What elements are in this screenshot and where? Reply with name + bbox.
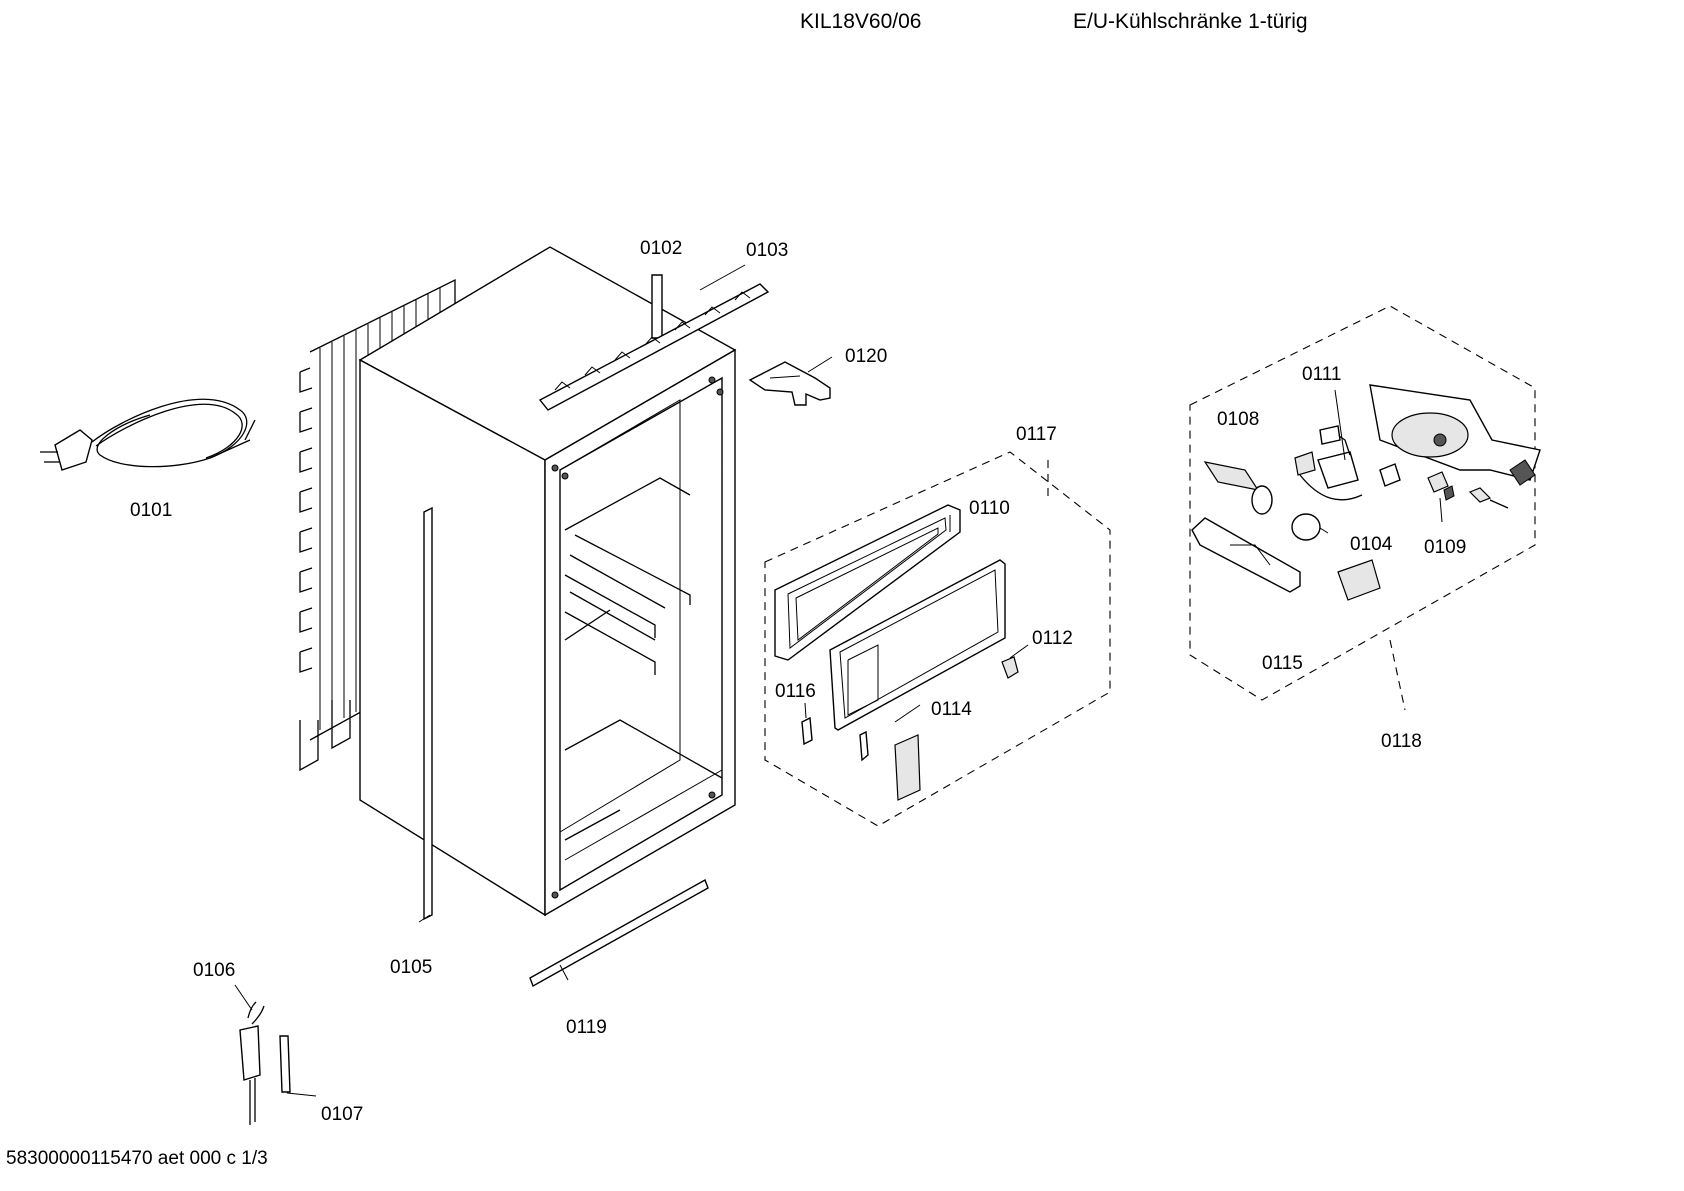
part-0112-clip bbox=[1001, 656, 1019, 679]
assembly-0117-outline bbox=[764, 451, 1111, 827]
part-thermostat-module bbox=[1294, 425, 1401, 501]
label-0103: 0103 bbox=[746, 240, 788, 261]
label-0116: 0116 bbox=[775, 681, 816, 702]
label-0104: 0104 bbox=[1350, 534, 1393, 555]
part-0102-strip bbox=[651, 274, 663, 339]
label-0101: 0101 bbox=[130, 500, 172, 521]
label-0119: 0119 bbox=[566, 1017, 607, 1038]
part-0114-door-panel bbox=[829, 559, 1006, 801]
label-0118: 0118 bbox=[1381, 731, 1422, 752]
label-0108: 0108 bbox=[1217, 409, 1259, 430]
leader-lines bbox=[234, 264, 1443, 1097]
part-0120-hinge bbox=[748, 361, 831, 406]
label-0109: 0109 bbox=[1424, 537, 1466, 558]
label-0107: 0107 bbox=[321, 1104, 363, 1125]
label-0114: 0114 bbox=[931, 699, 972, 720]
label-0120: 0120 bbox=[845, 346, 887, 367]
label-0117: 0117 bbox=[1016, 424, 1057, 445]
label-0106: 0106 bbox=[193, 960, 235, 981]
label-0111: 0111 bbox=[1302, 364, 1341, 385]
part-0108-lamp bbox=[1203, 461, 1273, 515]
cabinet-body bbox=[358, 246, 737, 917]
part-0110-door-gasket bbox=[774, 504, 961, 661]
model-number: KIL18V60/06 bbox=[800, 10, 922, 33]
part-0106-sensor bbox=[239, 1001, 265, 1125]
part-0116-clip bbox=[801, 716, 813, 746]
part-0111-control-housing bbox=[1369, 384, 1541, 486]
part-0105-seal-strip bbox=[423, 506, 433, 921]
part-0101-power-cord bbox=[40, 398, 256, 471]
assembly-0118-outline bbox=[1189, 305, 1536, 711]
label-0110: 0110 bbox=[969, 498, 1010, 519]
document-code: 58300000115470 aet 000 c 1/3 bbox=[6, 1148, 268, 1169]
label-0105: 0105 bbox=[390, 957, 432, 978]
part-0107-rod bbox=[279, 1035, 291, 1093]
label-0112: 0112 bbox=[1032, 628, 1073, 649]
part-0103-rail bbox=[538, 283, 770, 411]
part-0104-knob bbox=[1291, 513, 1321, 541]
label-0115: 0115 bbox=[1262, 653, 1303, 674]
part-0115-lamp-cover bbox=[1191, 517, 1381, 601]
part-0109-connector bbox=[1427, 471, 1509, 509]
product-category: E/U-Kühlschränke 1-türig bbox=[1073, 10, 1308, 33]
label-0102: 0102 bbox=[640, 238, 682, 259]
part-0119-bottom-strip bbox=[529, 878, 709, 988]
